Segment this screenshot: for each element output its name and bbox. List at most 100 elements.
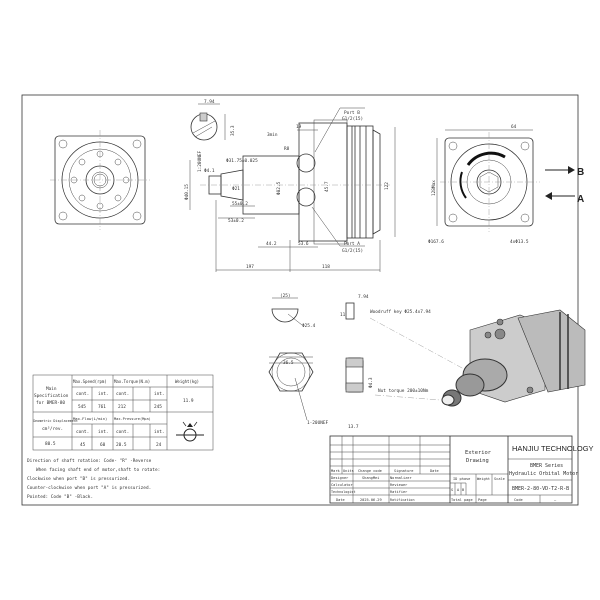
tb-model: BMER-2-80-VD-T2-R-B [512, 486, 569, 492]
motor-isometric-image [441, 309, 586, 407]
speed-int-label: int. [98, 391, 109, 397]
dim-55: 55±0.2 [232, 201, 248, 207]
dim-taper: 1:20UNEF [197, 150, 203, 172]
tb-mark: Mark [331, 469, 340, 473]
dim-key-t: 7.94 [358, 294, 369, 300]
tb-designer-name: ShangMei [362, 476, 379, 480]
dim-r8: R8 [284, 146, 290, 152]
tb-page: Page [478, 498, 487, 502]
tb-phase-b: B [462, 488, 464, 492]
tb-product: Hydraulic Orbital Motor [509, 471, 578, 477]
dim-128: 128Max [431, 180, 437, 196]
dim-122: 122 [384, 182, 390, 190]
tb-total-page: Total page [451, 498, 473, 502]
dim-3min: 3min [267, 132, 278, 138]
dim-19: 19 [296, 124, 302, 130]
dim-45: 45.7 [324, 181, 330, 192]
tb-code-value: — [554, 498, 557, 502]
side-view: Port B G1/2(15) Port A G1/2(15) 19 3min … [184, 107, 396, 272]
tb-phase-s: S [451, 488, 453, 492]
tb-signature: Signature [394, 469, 413, 473]
main-spec-1: Main [46, 386, 57, 392]
port-b-thread: G1/2(15) [342, 116, 363, 122]
tb-id-phase: ID phase [453, 477, 470, 481]
dim-118: 118 [322, 264, 330, 270]
dim-key-r: Φ25.4 [302, 323, 316, 329]
note-line: When facing shaft end of motor,shaft to … [36, 467, 160, 473]
pressure-header: Max.Pressure(Mpa) [114, 417, 151, 421]
tb-technologist: Technologist [331, 490, 356, 494]
weight-header: Weight(kg) [175, 379, 199, 384]
tb-code: Code [514, 498, 523, 502]
disp-label-2: cm³/rev. [42, 426, 63, 432]
detail-views: (25) Φ25.4 7.94 11 Woodruff key Φ25.4x7.… [268, 293, 476, 430]
speed-header: Max.Speed(rpm) [73, 379, 107, 384]
dim-53-6: 53.6 [298, 241, 309, 247]
port-a-thread: G1/2(15) [342, 248, 363, 254]
tb-calculator: Calculator [331, 483, 353, 487]
pressure-cont-label: cont. [116, 429, 129, 435]
pressure-cont: 20.5 [116, 442, 127, 448]
nut-torque-label: Nut torque 200±10Nm [378, 388, 429, 394]
dim-key-width: 7.94 [204, 99, 215, 105]
tb-scale: Scale [494, 477, 505, 481]
dim-4x: 4xΦ13.5 [510, 239, 529, 245]
tb-designer: Designer [331, 476, 349, 480]
flow-cont: 45 [80, 442, 86, 448]
drawing-frame [21, 94, 579, 506]
flow-int-label: int. [98, 429, 109, 435]
speed-int: 761 [98, 404, 106, 410]
front-view [50, 130, 150, 230]
arrow-b-label: B [577, 167, 584, 178]
pressure-int: 24 [156, 442, 162, 448]
dim-nut-thread: 1-20UNEF [307, 420, 329, 426]
tb-ratifier: Ratifier [390, 490, 408, 494]
torque-int-label: int. [154, 391, 165, 397]
note-line: Pointed: Code "B" -Black. [27, 494, 93, 500]
main-spec-3: for BMER-80 [36, 400, 65, 406]
dim-phi21: Φ21 [232, 186, 240, 192]
tb-date-value: 2025.06.29 [360, 498, 382, 502]
dim-key-d: (25) [280, 293, 291, 299]
flow-cont-label: cont. [76, 429, 89, 435]
tb-series: BMER Series [530, 463, 563, 469]
tb-normalizer: Normalizer [390, 476, 412, 480]
tb-phase-a: A [457, 488, 460, 492]
port-a-label: Port A [344, 241, 360, 247]
tb-units: Units [343, 469, 354, 473]
dim-197: 197 [246, 264, 254, 270]
disp-value: 80.5 [45, 441, 56, 447]
tb-drawing-type: Exterior [465, 450, 492, 456]
title-block: Mark Units Change code Signature Date De… [329, 435, 594, 504]
dim-phi82: Φ82.5 [276, 181, 282, 195]
woodruff-label: Woodruff key Φ25.4x7.94 [370, 309, 431, 315]
arrow-a-label: A [577, 194, 584, 205]
dim-phi40: Φ40.15 [184, 184, 190, 200]
torque-cont: 212 [118, 404, 126, 410]
torque-cont-label: cont. [116, 391, 129, 397]
dim-nut-w: 36.5 [283, 360, 294, 366]
tb-weight: Weight [477, 477, 490, 481]
torque-int: 245 [154, 404, 162, 410]
main-spec-2: Specification [34, 393, 69, 399]
port-b-label: Port B [344, 110, 360, 116]
speed-cont-label: cont. [76, 391, 89, 397]
rear-view: 64 128Max Φ167.6 4xΦ13.5 B A [428, 124, 584, 245]
dim-key-h: 11 [340, 312, 346, 318]
dim-shaft-dia: Φ31.75±0.025 [226, 158, 258, 164]
flow-header: Max.Flow(L/min) [73, 416, 107, 421]
flow-int: 60 [100, 442, 106, 448]
torque-header: Max.Torque(N.m) [114, 379, 150, 384]
dim-phi167: Φ167.6 [428, 239, 444, 245]
disp-label-1: Geometric Displacement [33, 419, 78, 423]
tb-date: Date [336, 498, 345, 502]
weight-value: 11.9 [183, 398, 194, 404]
tb-company: HANJIU TECHNOLOGY [512, 444, 594, 453]
tb-change-code: Change code [358, 469, 382, 473]
dim-nut-slot: Φ4.3 [368, 377, 374, 388]
spec-table: Main Specification for BMER-80 Geometric… [32, 374, 214, 451]
dim-53: 53±0.2 [228, 218, 244, 224]
speed-cont: 545 [78, 404, 86, 410]
dim-64: 64 [511, 124, 517, 130]
